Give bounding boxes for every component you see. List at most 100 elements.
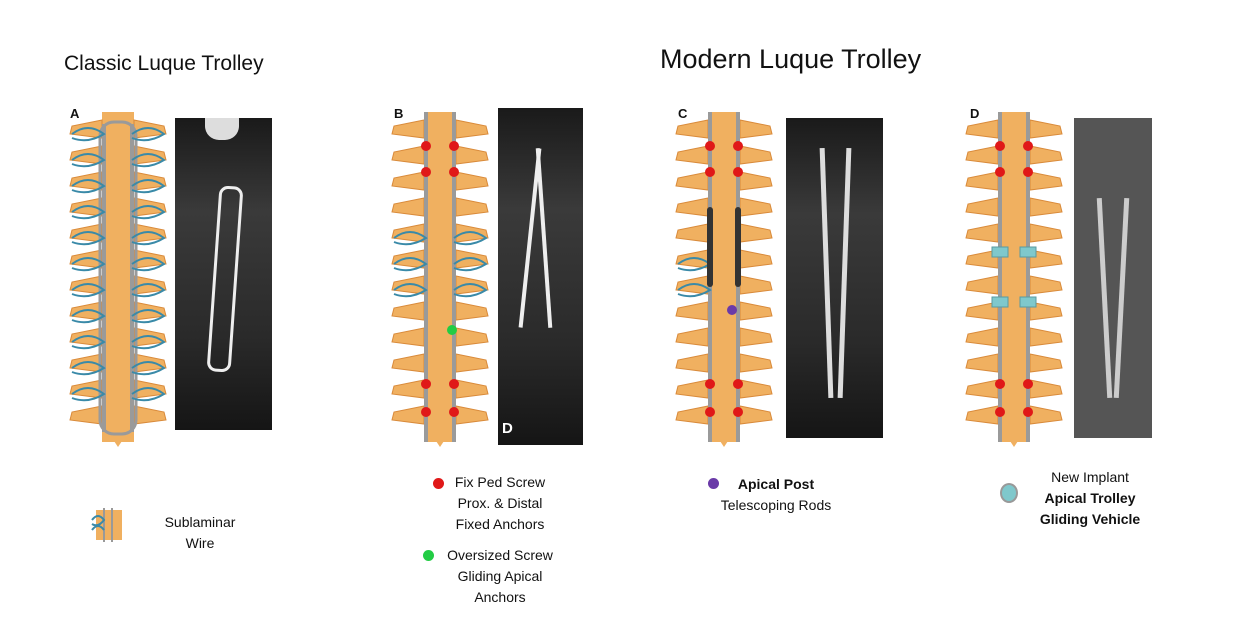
sublaminar-wire — [71, 283, 106, 298]
panel-a-xray — [175, 118, 272, 430]
legend-text: Fix Ped Screw — [454, 474, 546, 490]
sublaminar-wire — [71, 361, 106, 376]
sublaminar-wire — [131, 387, 166, 402]
panel-d-spine-illustration — [965, 112, 1063, 447]
vertebral-column — [102, 112, 134, 442]
oversized-gliding-screw — [447, 325, 457, 335]
panel-d-xray — [1074, 118, 1152, 438]
sublaminar-wire — [393, 283, 428, 298]
legend-text: Telescoping Rods — [720, 497, 832, 513]
fixed-pedicle-screw — [421, 167, 431, 177]
fixed-pedicle-screw — [995, 167, 1005, 177]
sublaminar-wire — [71, 153, 106, 168]
panel-c-label: C — [678, 106, 688, 121]
legend-text: Fixed Anchors — [455, 516, 545, 532]
legend-text: Sublaminar — [164, 514, 236, 530]
sublaminar-wire-icon — [91, 508, 122, 542]
purple-dot-icon — [708, 478, 719, 489]
legend-text: New Implant — [1051, 469, 1129, 485]
sublaminar-wire — [131, 335, 166, 350]
apical-trolley-implant — [991, 246, 1009, 258]
sublaminar-wire — [453, 283, 488, 298]
fixed-pedicle-screw — [1023, 379, 1033, 389]
legend-text: Oversized Screw — [447, 547, 553, 563]
sublaminar-wire — [131, 127, 166, 142]
fixed-pedicle-screw — [705, 167, 715, 177]
fixed-pedicle-screw — [1023, 407, 1033, 417]
sublaminar-wire — [131, 231, 166, 246]
sacrum — [718, 438, 730, 447]
fixed-pedicle-screw — [733, 141, 743, 151]
sublaminar-wire — [131, 153, 166, 168]
xray-skull — [205, 118, 239, 140]
sublaminar-wire — [453, 231, 488, 246]
panel-b-label: B — [394, 106, 404, 121]
sublaminar-wire — [71, 205, 106, 220]
red-dot-icon — [433, 478, 444, 489]
xray-rod — [535, 148, 553, 328]
sublaminar-wire — [453, 257, 488, 272]
legend-new-implant: New Implant Apical Trolley Gliding Vehic… — [1025, 467, 1155, 530]
vertebral-column — [424, 112, 456, 442]
fixed-pedicle-screw — [995, 407, 1005, 417]
sublaminar-wire — [71, 335, 106, 350]
panel-b-spine-illustration — [391, 112, 489, 447]
sublaminar-wire — [71, 231, 106, 246]
xray-rod — [819, 147, 834, 399]
fixed-pedicle-screw — [1023, 141, 1033, 151]
title-modern: Modern Luque Trolley — [660, 44, 922, 74]
sacrum — [112, 438, 124, 447]
fixed-pedicle-screw — [733, 407, 743, 417]
legend-sublaminar: Sublaminar Wire — [150, 512, 250, 554]
fixed-pedicle-screw — [449, 407, 459, 417]
sublaminar-wire — [71, 257, 106, 272]
xray-rod — [837, 147, 852, 399]
sublaminar-wire — [71, 309, 106, 324]
fixed-pedicle-screw — [1023, 167, 1033, 177]
fixed-pedicle-screw — [705, 379, 715, 389]
sublaminar-wire — [393, 231, 428, 246]
sublaminar-wire — [71, 387, 106, 402]
fixed-pedicle-screw — [995, 141, 1005, 151]
panel-d-label: D — [970, 106, 980, 121]
apical-trolley-implant — [1019, 246, 1037, 258]
sublaminar-wire — [393, 257, 428, 272]
sacrum — [1008, 438, 1020, 447]
legend-fix-ped-screw: Fix Ped Screw Prox. & Distal Fixed Ancho… — [440, 472, 560, 535]
xray-rod — [1113, 198, 1130, 398]
legend-text: Prox. & Distal — [457, 495, 543, 511]
fixed-pedicle-screw — [733, 379, 743, 389]
legend-text: Wire — [185, 535, 215, 551]
sublaminar-wire — [131, 179, 166, 194]
fixed-pedicle-screw — [705, 407, 715, 417]
title-classic: Classic Luque Trolley — [64, 52, 264, 75]
panel-a-spine-illustration — [69, 112, 167, 447]
panel-c-spine-illustration — [675, 112, 773, 447]
sublaminar-wire — [131, 257, 166, 272]
sublaminar-wire — [677, 283, 712, 298]
fixed-pedicle-screw — [733, 167, 743, 177]
legend-text: Apical Trolley — [1044, 490, 1136, 506]
panel-b-xray: D — [498, 108, 583, 445]
panel-a-label: A — [70, 106, 80, 121]
rod-loop — [98, 120, 138, 436]
sacrum — [434, 438, 446, 447]
legend-text: Anchors — [474, 589, 526, 605]
fixed-pedicle-screw — [995, 379, 1005, 389]
legend-apical-post: Apical Post Telescoping Rods — [706, 474, 846, 516]
apical-post — [727, 305, 737, 315]
sublaminar-wire — [131, 361, 166, 376]
telescoping-rod-sleeve — [707, 207, 713, 287]
legend-oversized-screw: Oversized Screw Gliding Apical Anchors — [430, 545, 570, 608]
fixed-pedicle-screw — [421, 407, 431, 417]
sublaminar-wire — [71, 127, 106, 142]
fixed-pedicle-screw — [705, 141, 715, 151]
legend-text: Gliding Vehicle — [1039, 511, 1141, 527]
apical-trolley-implant — [1019, 296, 1037, 308]
sublaminar-wire — [131, 205, 166, 220]
trolley-implant-icon — [1000, 483, 1018, 503]
xray-rod-loop — [206, 185, 244, 373]
panel-c-xray — [786, 118, 883, 438]
sublaminar-wire — [131, 309, 166, 324]
fixed-pedicle-screw — [449, 141, 459, 151]
